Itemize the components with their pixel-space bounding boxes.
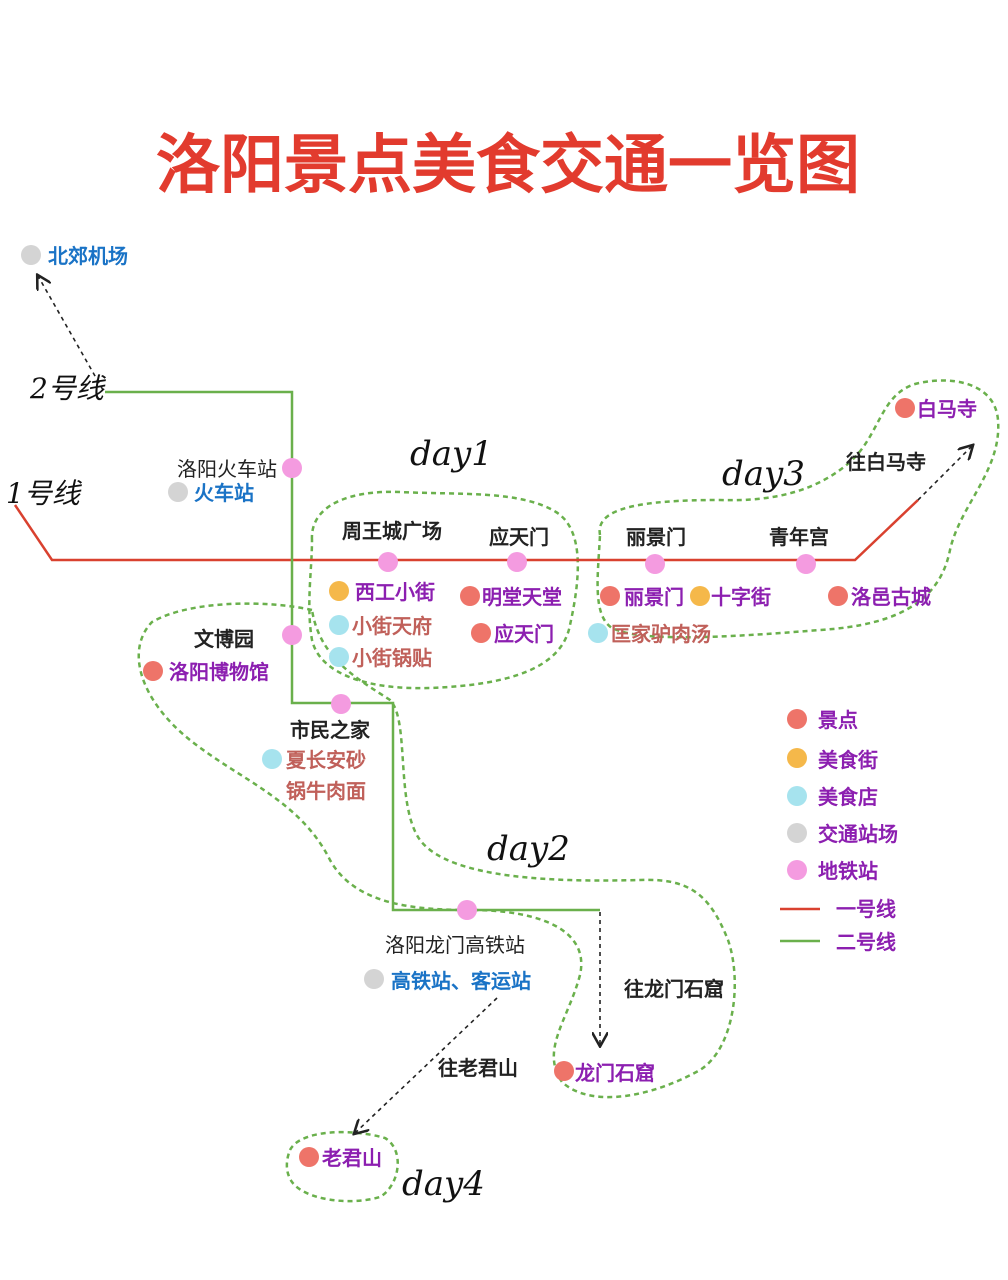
map-title: 洛阳景点美食交通一览图 xyxy=(156,129,860,203)
station-zhouwangcheng: 周王城广场 xyxy=(342,519,442,543)
place-xiachangan-line1: 夏长安砂 xyxy=(286,748,366,772)
day2-loop xyxy=(137,602,737,1099)
station-lijingmen: 丽景门 xyxy=(626,525,686,549)
direction-to-baimasi: 往白马寺 xyxy=(846,450,926,474)
scenic-dot-luoyi[interactable] xyxy=(828,586,848,606)
legend-line1: 一号线 xyxy=(836,897,896,921)
food-street-dot-xigong[interactable] xyxy=(329,581,349,601)
scenic-dot-yingtianmen[interactable] xyxy=(471,623,491,643)
place-luoyi: 洛邑古城 xyxy=(851,585,931,609)
direction-to-laojunshan: 往老君山 xyxy=(438,1056,518,1080)
legend-food-shop: 美食店 xyxy=(818,785,878,809)
day1-label: day1 xyxy=(410,434,493,474)
metro-dot-yingtianmen[interactable] xyxy=(507,552,527,572)
day4-label: day4 xyxy=(402,1164,485,1204)
legend-metro: 地铁站 xyxy=(818,859,878,883)
station-qingniangong: 青年宫 xyxy=(769,525,829,549)
food-shop-dot-xiaojie-tianfu[interactable] xyxy=(329,615,349,635)
arrow-to-airport xyxy=(38,276,104,391)
transport-dot-hsr-bus[interactable] xyxy=(364,969,384,989)
metro-dot-lijingmen[interactable] xyxy=(645,554,665,574)
line1-label: 1号线 xyxy=(6,477,83,510)
scenic-dot-lijingmen[interactable] xyxy=(600,586,620,606)
place-baimasi: 白马寺 xyxy=(917,397,977,421)
place-xiachangan-line2: 锅牛肉面 xyxy=(286,779,366,803)
place-shizijie: 十字街 xyxy=(711,585,771,609)
food-shop-dot-xiaojie-guotie[interactable] xyxy=(329,647,349,667)
arrow-to-laojunshan xyxy=(355,997,498,1133)
place-kuangjia: 匡家驴肉汤 xyxy=(611,622,711,646)
station-luoyang-railway: 洛阳火车站 xyxy=(177,457,277,481)
legend-scenic: 景点 xyxy=(818,708,858,732)
food-street-dot-shizijie[interactable] xyxy=(690,586,710,606)
food-shop-dot-xiachangan[interactable] xyxy=(262,749,282,769)
transport-dot-train-station[interactable] xyxy=(168,482,188,502)
scenic-dot-laojunshan[interactable] xyxy=(299,1147,319,1167)
legend-transport: 交通站场 xyxy=(818,822,898,846)
metro-dot-qingniangong[interactable] xyxy=(796,554,816,574)
station-yingtianmen: 应天门 xyxy=(489,525,549,549)
legend-transport-swatch xyxy=(787,823,807,843)
metro-dot-luoyang-railway[interactable] xyxy=(282,458,302,478)
place-xiaojie-guotie: 小街锅贴 xyxy=(352,646,432,670)
station-longmen-hsr: 洛阳龙门高铁站 xyxy=(385,933,525,957)
day2-label: day2 xyxy=(487,829,570,869)
day3-label: day3 xyxy=(722,454,805,494)
place-xiaojie-tianfu: 小街天府 xyxy=(352,614,432,638)
day3-loop xyxy=(596,379,1000,639)
metro-dot-zhouwangcheng[interactable] xyxy=(378,552,398,572)
transport-dot-airport[interactable] xyxy=(21,245,41,265)
metro-dot-wenboyuan[interactable] xyxy=(282,625,302,645)
line2-label: 2号线 xyxy=(29,372,107,405)
legend-food-street: 美食街 xyxy=(818,748,878,772)
place-laojunshan: 老君山 xyxy=(322,1146,382,1170)
metro-dot-longmen-hsr[interactable] xyxy=(457,900,477,920)
arrow-to-baimasi xyxy=(917,446,972,501)
food-shop-dot-kuangjia[interactable] xyxy=(588,623,608,643)
place-xigong-street: 西工小街 xyxy=(355,580,435,604)
place-lijingmen: 丽景门 xyxy=(624,585,684,609)
scenic-dot-museum[interactable] xyxy=(143,661,163,681)
day4-loop xyxy=(285,1130,399,1203)
direction-to-longmen: 往龙门石窟 xyxy=(624,977,724,1001)
place-train-station: 火车站 xyxy=(194,481,254,505)
legend-line2: 二号线 xyxy=(836,930,896,954)
place-airport: 北郊机场 xyxy=(48,244,128,268)
place-longmen-grottoes: 龙门石窟 xyxy=(575,1061,655,1085)
metro-dot-shiminzhijia[interactable] xyxy=(331,694,351,714)
legend-food-shop-swatch xyxy=(787,786,807,806)
place-museum: 洛阳博物馆 xyxy=(169,660,269,684)
scenic-dot-baimasi[interactable] xyxy=(895,398,915,418)
metro-line-1 xyxy=(13,499,919,562)
station-wenboyuan: 文博园 xyxy=(194,627,254,651)
legend-metro-swatch xyxy=(787,860,807,880)
scenic-dot-mingtang[interactable] xyxy=(460,586,480,606)
place-hsr-bus: 高铁站、客运站 xyxy=(391,969,531,993)
legend-food-street-swatch xyxy=(787,748,807,768)
place-yingtianmen: 应天门 xyxy=(494,622,554,646)
legend-scenic-swatch xyxy=(787,709,807,729)
legend: 景点 美食街 美食店 交通站场 地铁站 一号线 二号线 xyxy=(780,708,898,954)
station-shiminzhijia: 市民之家 xyxy=(290,718,371,742)
scenic-dot-longmen[interactable] xyxy=(554,1061,574,1081)
place-mingtang: 明堂天堂 xyxy=(482,585,562,609)
